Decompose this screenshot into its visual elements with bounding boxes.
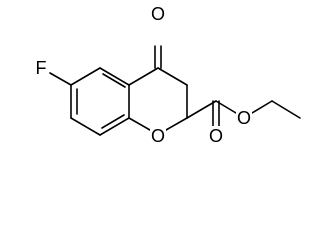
bond-c-o — [251, 100, 273, 114]
bond-single — [128, 67, 159, 86]
bond-aromatic — [99, 67, 130, 86]
ring-oxygen-atom: O — [150, 126, 166, 150]
ester-ether-oxygen-atom: O — [236, 108, 252, 132]
fluorine-label: F — [36, 58, 47, 78]
ester-carbonyl-oxygen-label: O — [209, 126, 223, 146]
ester-carbonyl-oxygen-atom: O — [208, 126, 224, 150]
ester-ether-oxygen-label: O — [237, 108, 251, 128]
ring-oxygen-label: O — [151, 126, 165, 146]
bond-c-o — [215, 100, 237, 114]
ketone-oxygen-label: O — [151, 4, 165, 24]
atom-labels: F O O O O — [34, 4, 252, 150]
bond-single — [271, 100, 301, 119]
bond-aromatic — [99, 117, 130, 136]
bond-c-o — [128, 117, 151, 131]
bond-c-f — [49, 72, 72, 86]
ketone-oxygen-atom: O — [150, 4, 166, 28]
bond-single — [186, 100, 217, 119]
bond-aromatic-inner — [101, 114, 125, 129]
fluorine-atom: F — [34, 58, 48, 78]
bond-aromatic — [70, 67, 101, 86]
bond-aromatic-inner — [102, 73, 126, 88]
bond-c-o — [165, 117, 188, 131]
bond-single — [157, 67, 188, 86]
bond-aromatic — [70, 117, 101, 136]
chemical-structure-diagram: F O O O O — [34, 4, 301, 150]
bonds — [49, 45, 301, 136]
